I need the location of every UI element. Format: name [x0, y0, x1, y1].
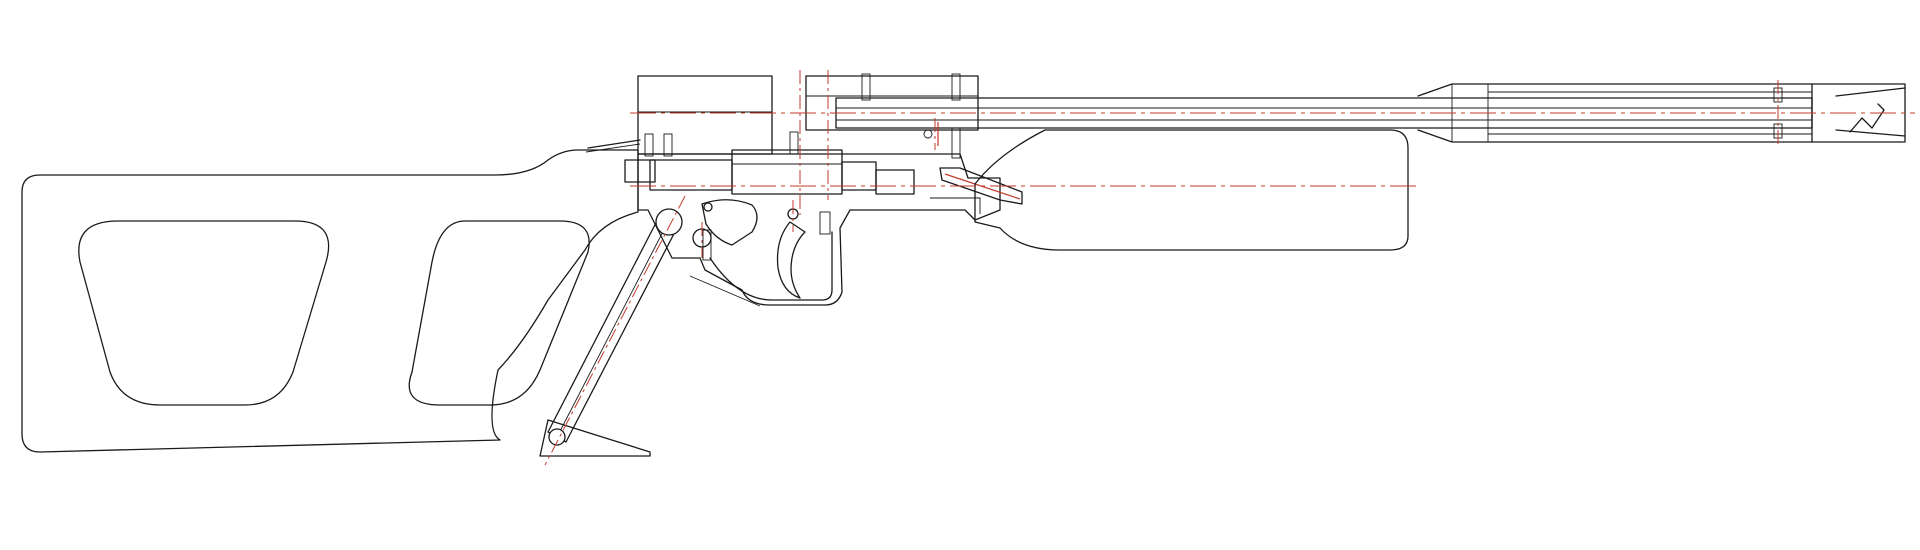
air-reservoir	[974, 129, 1409, 251]
screw-1	[644, 133, 654, 157]
sear-pin	[703, 202, 713, 212]
hammer	[701, 199, 758, 246]
valve-body	[731, 149, 843, 195]
screw-2	[663, 133, 673, 157]
cocking-knob	[624, 159, 656, 183]
receiver-body	[637, 153, 1001, 306]
stock-cutout-front	[408, 220, 590, 406]
screw-4	[861, 73, 871, 101]
folding-strut	[539, 195, 761, 466]
transfer-port	[939, 167, 1023, 205]
strut-link-edge	[556, 219, 670, 438]
strut-spring	[689, 275, 761, 307]
screw-head-7	[923, 129, 933, 139]
strut-pivot-top	[655, 208, 683, 236]
screw-5	[951, 73, 961, 101]
loading-lever-edge	[585, 143, 641, 153]
center-lines	[630, 70, 1915, 258]
body-detail	[930, 197, 981, 214]
muzzle-spring	[1849, 103, 1885, 133]
trigger	[776, 221, 806, 299]
screw-3	[789, 131, 799, 155]
front-block	[805, 75, 979, 131]
strut-foot	[539, 419, 651, 457]
trigger-guard	[709, 231, 833, 301]
rear-block	[637, 75, 773, 155]
buttstock	[21, 149, 639, 453]
stock-cutout-rear	[78, 220, 330, 406]
receiver	[585, 73, 1023, 306]
sear-spring	[702, 229, 712, 261]
valve-port	[875, 169, 915, 195]
strut-pivot-bottom	[548, 428, 566, 446]
loading-lever	[587, 139, 641, 149]
reservoir-outline	[974, 129, 1409, 251]
strut-axis	[544, 195, 686, 466]
trigger-stop	[819, 211, 831, 235]
buttstock-outline	[21, 149, 639, 453]
